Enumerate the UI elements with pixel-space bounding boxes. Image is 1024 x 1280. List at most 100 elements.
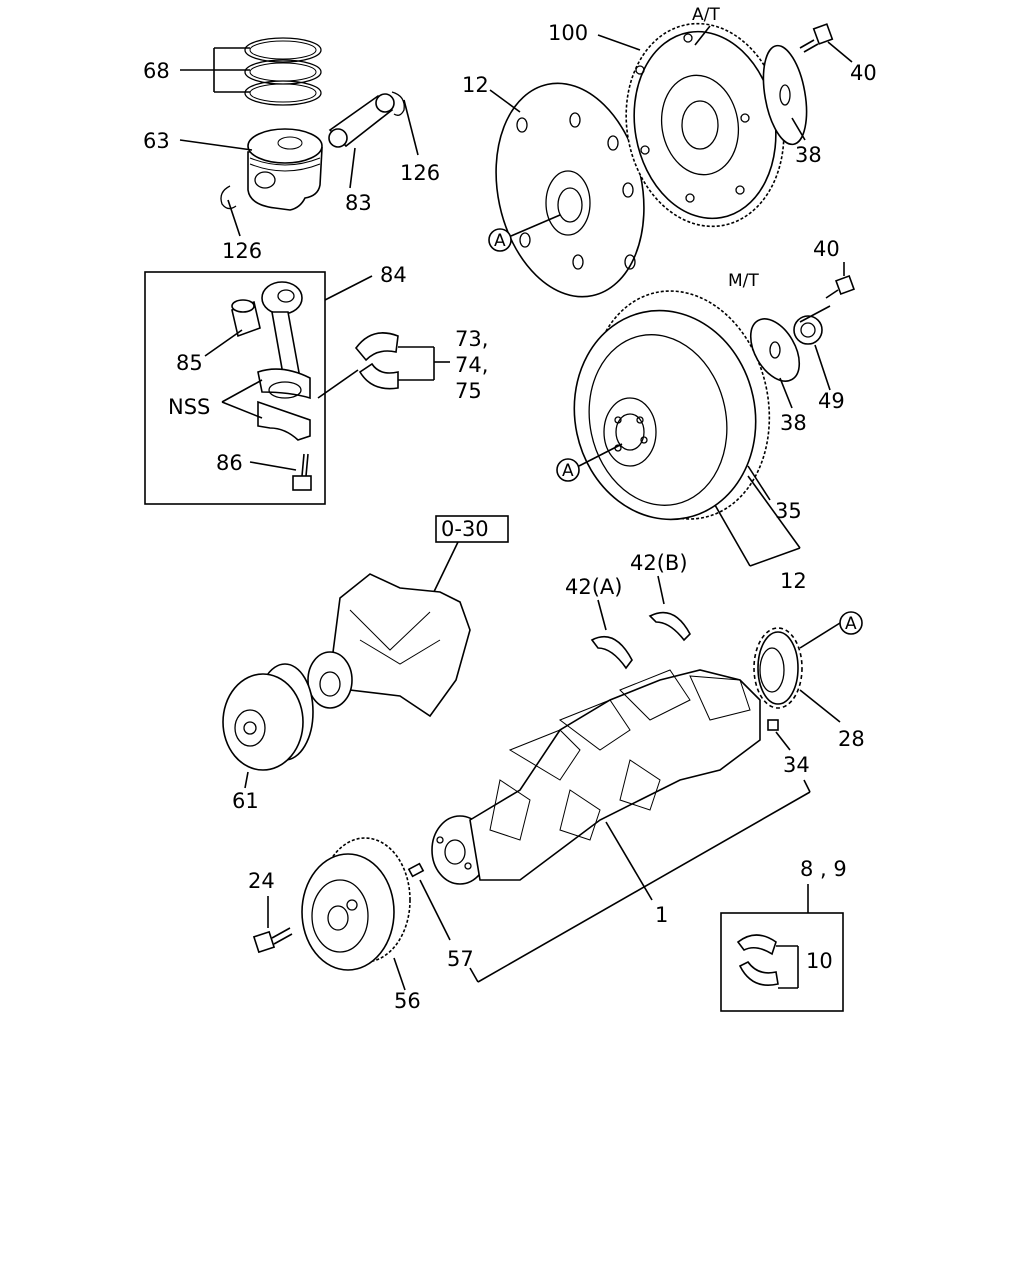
label-10: 10 (806, 949, 833, 973)
crank-gear (753, 627, 803, 709)
leader-ref (429, 541, 459, 601)
label-12-top: 12 (462, 73, 489, 97)
leader-126-upper (403, 99, 419, 156)
label-28: 28 (838, 727, 865, 751)
callout-a-2-letter: A (562, 461, 574, 481)
label-34: 34 (783, 753, 810, 777)
label-35: 35 (775, 499, 802, 523)
leader-28 (799, 689, 841, 723)
callout-a-1-letter: A (494, 231, 506, 251)
callout-a-3-letter: A (845, 614, 857, 634)
rod-bolt (292, 453, 312, 491)
pulley-key (407, 862, 425, 878)
thrust-washer-b (648, 611, 691, 642)
leader-57 (419, 879, 451, 941)
leader-86 (249, 461, 297, 471)
leader-61 (244, 771, 249, 789)
label-73: 73, (455, 327, 488, 351)
fan-pulley (222, 663, 314, 771)
label-40-upper: 40 (850, 61, 877, 85)
label-mt: M/T (728, 271, 759, 291)
leader-85 (204, 329, 243, 357)
label-83: 83 (345, 191, 372, 215)
snap-ring-upper (391, 91, 405, 116)
backing-plate-lower (749, 318, 801, 382)
label-ref: 0-30 (441, 517, 489, 541)
piston (247, 128, 323, 211)
main-bearing-box (720, 912, 844, 1012)
leader-56 (393, 957, 406, 991)
label-56: 56 (394, 989, 421, 1013)
leader-73-75 (317, 346, 450, 399)
gear-key (767, 719, 779, 731)
label-74: 74, (455, 353, 488, 377)
label-40-lower: 40 (813, 237, 840, 261)
leader-nss (221, 379, 263, 419)
leader-100 (597, 34, 641, 51)
leader-126-lower (227, 199, 241, 237)
label-38-upper: 38 (795, 143, 822, 167)
reference-box (435, 515, 509, 543)
label-42b: 42(B) (630, 551, 688, 575)
rod-bearings (354, 332, 399, 390)
label-24: 24 (248, 869, 275, 893)
pulley-bolt (252, 927, 293, 954)
label-nss: NSS (168, 395, 210, 419)
connecting-rod-box (144, 271, 326, 505)
leader-34 (775, 731, 791, 751)
label-84: 84 (380, 263, 407, 287)
snap-ring-lower (220, 185, 237, 210)
label-38-lower: 38 (780, 411, 807, 435)
callout-a-1 (488, 214, 561, 252)
leader-49 (814, 344, 831, 391)
label-75: 75 (455, 379, 482, 403)
callout-a-3 (839, 611, 863, 635)
thrust-washer-a (590, 635, 633, 670)
label-61: 61 (232, 789, 259, 813)
connecting-rod (257, 281, 311, 441)
callout-a-2 (556, 443, 623, 482)
leader-42a (597, 599, 607, 631)
leader-63 (179, 139, 253, 151)
main-bearings (736, 934, 779, 986)
leader-callout-a3 (799, 622, 841, 649)
piston-pin (328, 93, 395, 148)
piston-rings (244, 37, 322, 106)
label-100: 100 (548, 21, 588, 45)
leader-at (694, 25, 711, 46)
label-86: 86 (216, 451, 243, 475)
leader-40-upper (827, 41, 853, 63)
leader-68 (180, 47, 250, 93)
crankshaft (431, 669, 761, 885)
label-49: 49 (818, 389, 845, 413)
leader-1 (605, 821, 653, 901)
label-57: 57 (447, 947, 474, 971)
leader-38-upper (791, 117, 806, 141)
leader-42b (657, 575, 665, 605)
leader-12-lower (714, 475, 801, 567)
leader-10 (776, 945, 799, 989)
water-pump (307, 573, 471, 718)
label-89: 8 , 9 (800, 857, 847, 881)
label-at: A/T (692, 5, 720, 25)
label-68: 68 (143, 59, 170, 83)
leader-84 (324, 275, 373, 301)
leader-12-top (489, 89, 521, 113)
bolt-40-lower (825, 275, 855, 299)
flex-plate (495, 82, 645, 298)
label-12-lower: 12 (780, 569, 807, 593)
backing-plate-upper (762, 44, 808, 146)
label-85: 85 (176, 351, 203, 375)
label-63: 63 (143, 129, 170, 153)
rod-bushing (231, 299, 261, 338)
label-126-lower: 126 (222, 239, 262, 263)
at-flywheel-ring (625, 22, 785, 228)
bolt-40-upper (799, 23, 834, 53)
crank-pulley (301, 837, 411, 971)
leader-38-lower (779, 377, 793, 409)
pilot-bearing (793, 315, 823, 345)
pilot-guide (799, 305, 831, 323)
label-126-upper: 126 (400, 161, 440, 185)
mt-flywheel (573, 290, 771, 521)
